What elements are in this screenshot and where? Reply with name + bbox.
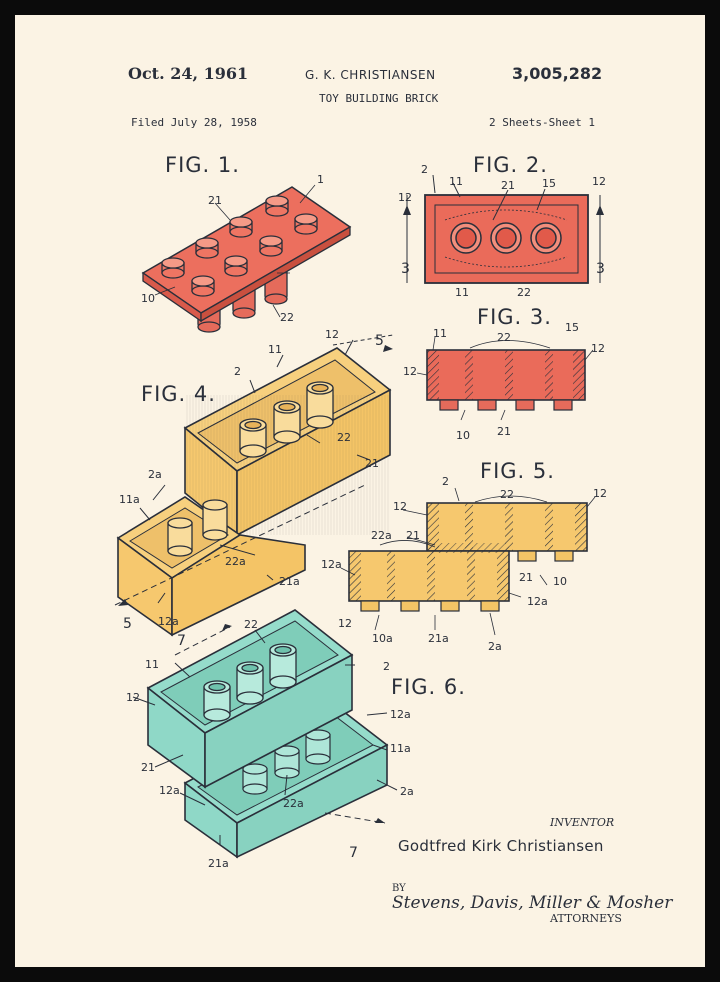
fig3-label: FIG. 3.: [477, 305, 552, 329]
fig6-bricks: 22 7 12 2 11 12 12a 11a 2a 21 12a 22a 21…: [126, 609, 414, 870]
fig2-label: FIG. 2.: [473, 153, 548, 177]
ref-12: 12: [593, 487, 607, 500]
ref-12a: 12a: [321, 558, 342, 571]
ref-22a: 22a: [225, 555, 246, 568]
ref-5: 5: [375, 333, 384, 349]
fig1-label: FIG. 1.: [165, 153, 240, 177]
patent-number: 3,005,282: [512, 64, 603, 83]
ref-11a: 11a: [119, 493, 140, 506]
ref-12: 12: [325, 328, 339, 341]
inventor-header: G. K. CHRISTIANSEN: [305, 68, 436, 82]
attorneys-signature: Stevens, Davis, Miller & Mosher: [392, 893, 673, 913]
patent-title: TOY BUILDING BRICK: [319, 92, 439, 105]
patent-date: Oct. 24, 1961: [128, 64, 249, 83]
ref-12: 12: [403, 365, 417, 378]
fig1-brick: 1 21 10 22: [141, 173, 352, 333]
patent-sheet: Oct. 24, 1961 G. K. CHRISTIANSEN 3,005,2…: [15, 15, 705, 967]
ref-21: 21: [365, 457, 379, 470]
ref-21: 21: [519, 571, 533, 584]
ref-7: 7: [177, 633, 186, 649]
fig4-bricks: 2 11 12 5 22 21 2a 11a 22a 21a 12a 5: [114, 328, 394, 637]
ref-11: 11: [433, 327, 447, 340]
ref-12a: 12a: [527, 595, 548, 608]
ref-11: 11: [145, 658, 159, 671]
ref-22: 22: [244, 618, 258, 631]
inventor-label: INVENTOR: [550, 816, 615, 829]
ref-12: 12: [591, 342, 605, 355]
sheet-count: 2 Sheets-Sheet 1: [489, 116, 595, 129]
fig6-label: FIG. 6.: [391, 675, 466, 699]
ref-22a: 22a: [283, 797, 304, 810]
ref-22: 22: [517, 286, 531, 299]
ref-12: 12: [126, 691, 140, 704]
ref-22: 22: [497, 331, 511, 344]
ref-21a: 21a: [279, 575, 300, 588]
ref-15: 15: [542, 177, 556, 190]
ref-22a: 22a: [371, 529, 392, 542]
ref-10a: 10a: [372, 632, 393, 645]
fig2-brick: 2 11 21 15 12 12 3 3 11 22: [398, 163, 606, 299]
ref-2: 2: [234, 365, 241, 378]
ref-22: 22: [280, 311, 294, 324]
ref-21: 21: [208, 194, 222, 207]
ref-2a: 2a: [148, 468, 162, 481]
fig5-label: FIG. 5.: [480, 459, 555, 483]
ref-5: 5: [123, 616, 132, 632]
ref-10: 10: [553, 575, 567, 588]
ref-12: 12: [338, 617, 352, 630]
filed-date: Filed July 28, 1958: [131, 116, 257, 129]
ref-21: 21: [406, 529, 420, 542]
inventor-name: Godtfred Kirk Christiansen: [398, 837, 604, 855]
ref-22: 22: [500, 488, 514, 501]
ref-21a: 21a: [208, 857, 229, 870]
ref-15: 15: [565, 321, 579, 334]
ref-11: 11: [268, 343, 282, 356]
by-label: BY: [392, 883, 406, 894]
ref-12: 12: [592, 175, 606, 188]
ref-11: 11: [449, 175, 463, 188]
ref-11a: 11a: [390, 742, 411, 755]
ref-1: 1: [317, 173, 324, 186]
ref-2a: 2a: [400, 785, 414, 798]
ref-3: 3: [596, 261, 605, 277]
ref-2: 2: [383, 660, 390, 673]
attorneys-label: ATTORNEYS: [550, 912, 622, 925]
ref-12a: 12a: [158, 615, 179, 628]
ref-7: 7: [349, 845, 358, 861]
ref-2: 2: [421, 163, 428, 176]
ref-12a: 12a: [390, 708, 411, 721]
ref-21: 21: [501, 179, 515, 192]
patent-drawings: 1 21 10 22: [114, 163, 607, 870]
fig5-bricks: 2 22 12 12 21 22a 12a 21 10 12a 10a 21a …: [321, 475, 607, 653]
ref-22: 22: [337, 431, 351, 444]
ref-10: 10: [456, 429, 470, 442]
ref-10: 10: [141, 292, 155, 305]
ref-2a: 2a: [488, 640, 502, 653]
ref-12: 12: [398, 191, 412, 204]
ref-12a: 12a: [159, 784, 180, 797]
ref-2: 2: [442, 475, 449, 488]
ref-21: 21: [497, 425, 511, 438]
ref-11: 11: [455, 286, 469, 299]
ref-21a: 21a: [428, 632, 449, 645]
ref-3: 3: [401, 261, 410, 277]
fig3-brick: 11 22 15 12 12 10 21: [403, 321, 605, 442]
ref-21: 21: [141, 761, 155, 774]
ref-12: 12: [393, 500, 407, 513]
